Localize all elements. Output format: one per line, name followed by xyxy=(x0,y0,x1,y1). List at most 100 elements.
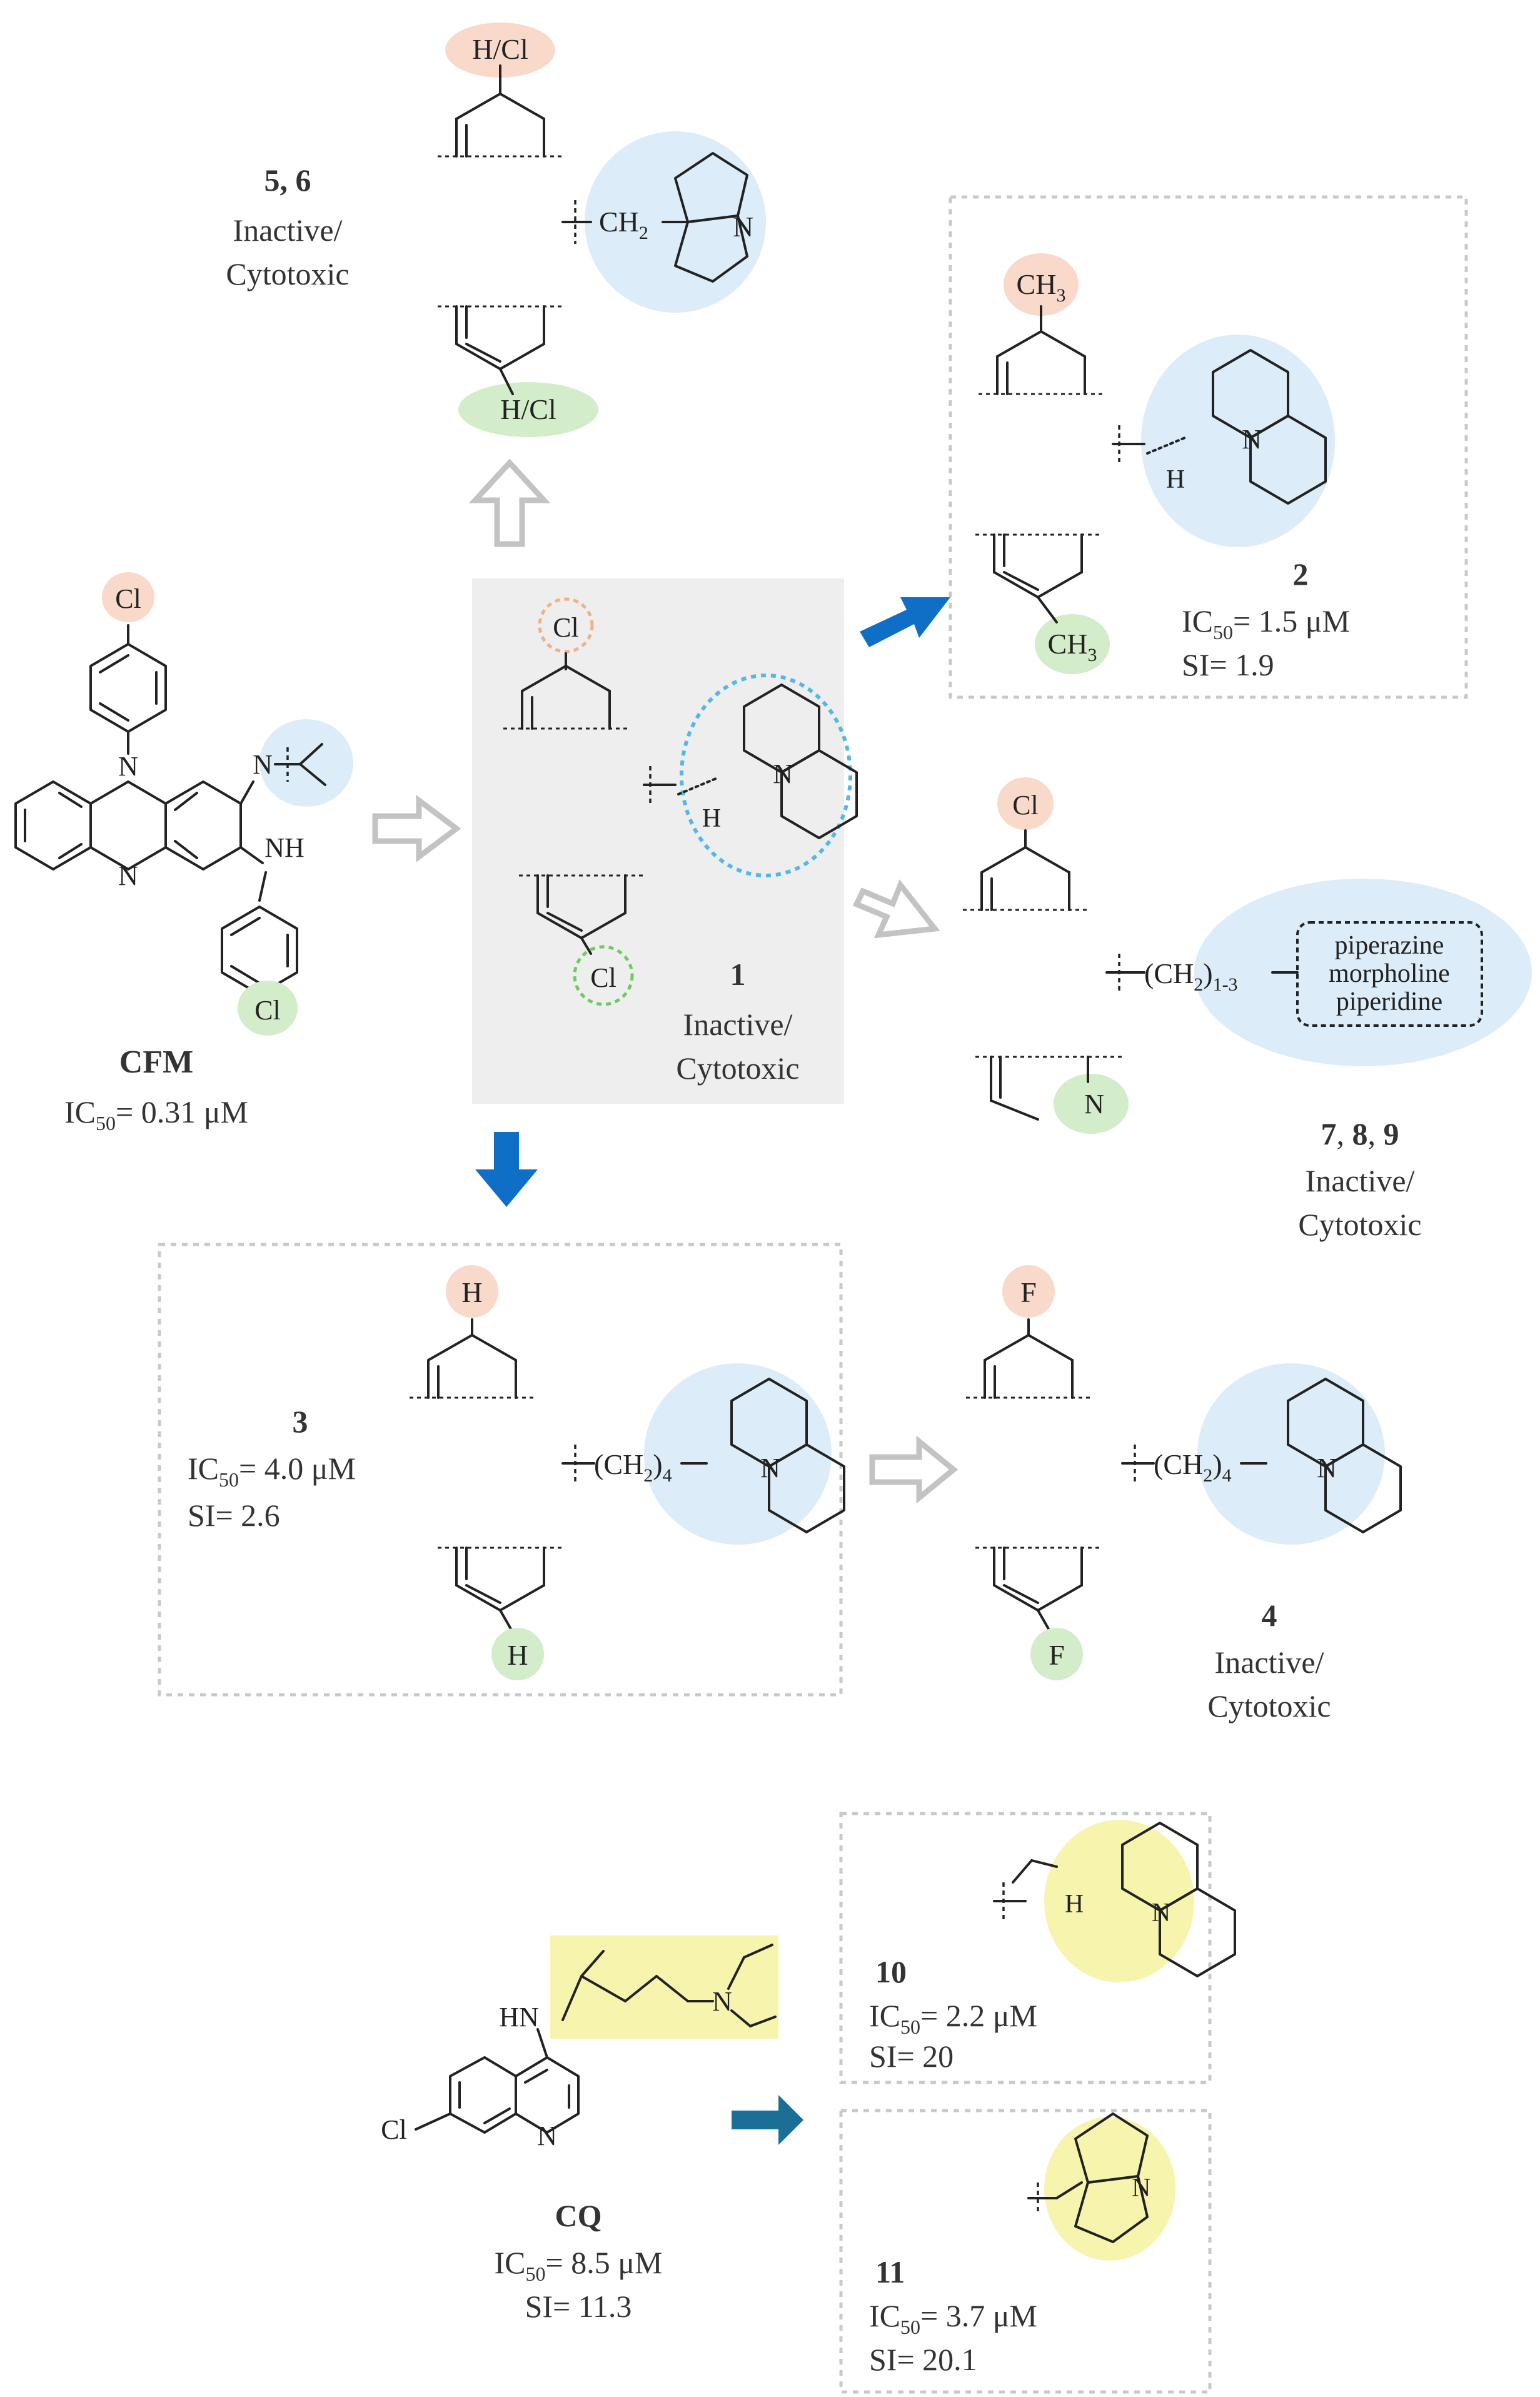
highlight-cl-red xyxy=(997,777,1054,830)
substituent-top: F xyxy=(1020,1276,1037,1308)
atom-n: N xyxy=(773,759,793,789)
ic50: IC50= 2.2 μM xyxy=(869,1998,1037,2038)
activity-line2: Cytotoxic xyxy=(1298,1207,1421,1242)
atom-n-amine: N xyxy=(712,1986,732,2017)
compound-7-8-9-group: Cl N (CH2)1-3 piperazine morpholine pipe… xyxy=(962,777,1532,1242)
compound-label: 7, 8, 9 xyxy=(1321,1116,1399,1151)
dashed-box xyxy=(158,1243,843,1697)
highlight-top-red xyxy=(445,23,555,78)
linker: (CH2)4 xyxy=(1154,1448,1232,1486)
si: SI= 1.9 xyxy=(1182,647,1274,682)
dashed-box xyxy=(839,2109,1212,2394)
compound-label: 5, 6 xyxy=(264,163,311,198)
activity-line2: Cytotoxic xyxy=(1207,1688,1331,1723)
compound-2-box: CH3 CH3 H N 2 IC50= 1.5 μM SI= 1.9 xyxy=(949,195,1468,699)
cq-ic50: IC50= 8.5 μM xyxy=(495,2245,663,2285)
atom-n3: N xyxy=(253,749,273,780)
highlight-ch3-top-red xyxy=(1004,253,1079,316)
atom-n: N xyxy=(1317,1453,1337,1483)
compound-1-panel: Cl Cl H N 1 Inactive/ Cytotoxic xyxy=(472,578,858,1104)
amine-3: piperidine xyxy=(1336,987,1442,1016)
gray-arrow-right-cfm xyxy=(372,795,461,862)
compound-label: 10 xyxy=(875,1954,907,1989)
highlight-amine-yellow xyxy=(1044,2117,1175,2261)
atom-cl-bottom: Cl xyxy=(590,962,617,993)
compound-11-box: N 11 IC50= 3.7 μM SI= 20.1 xyxy=(839,2109,1212,2394)
si: SI= 20 xyxy=(869,2039,954,2074)
atom-cl: Cl xyxy=(381,2114,407,2145)
gray-panel xyxy=(472,578,844,1104)
highlight-side-chain-yellow xyxy=(550,1935,778,2039)
amine-2: morpholine xyxy=(1329,959,1450,988)
ic50: IC50= 1.5 μM xyxy=(1182,603,1350,643)
gray-arrow-up xyxy=(468,458,551,547)
highlight-h-bottom-green xyxy=(491,1628,544,1680)
ic50: IC50= 3.7 μM xyxy=(869,2298,1037,2338)
highlight-f-top-red xyxy=(1002,1265,1055,1318)
cfm-structure: Cl N N N NH Cl CFM xyxy=(14,572,353,1134)
highlight-h-top-red xyxy=(446,1265,498,1318)
highlight-amine-blue xyxy=(1194,879,1532,1066)
linker: (CH2)4 xyxy=(594,1448,672,1486)
substituent-top: H/Cl xyxy=(472,33,528,65)
atom-n: N xyxy=(1152,1899,1170,1927)
highlight-amine-blue xyxy=(1197,1363,1385,1545)
activity-line2: Cytotoxic xyxy=(676,1051,799,1086)
highlight-ch3-bottom-green xyxy=(1035,614,1110,674)
atom-cl-top: Cl xyxy=(553,612,579,643)
compound-label: 4 xyxy=(1262,1598,1277,1633)
compound-10-box: H N 10 IC50= 2.2 μM SI= 20 xyxy=(839,1812,1236,2084)
cq-si: SI= 11.3 xyxy=(525,2289,632,2324)
atom-cl: Cl xyxy=(1012,790,1039,820)
atom-n-ring: N xyxy=(537,2121,557,2151)
cq-name: CQ xyxy=(555,2198,602,2233)
si: SI= 2.6 xyxy=(188,1498,280,1533)
atom-n: N xyxy=(760,1453,780,1483)
activity-line1: Inactive/ xyxy=(1306,1163,1415,1198)
dashed-box xyxy=(949,195,1468,699)
compound-label: 1 xyxy=(730,957,746,992)
highlight-amine-yellow xyxy=(1044,1820,1194,1982)
highlight-amine-blue xyxy=(644,1363,832,1545)
highlight-cl-top-red xyxy=(102,572,154,622)
atom-n2: N xyxy=(118,860,138,891)
linker-ch2: CH2 xyxy=(599,206,648,243)
compound-label: 2 xyxy=(1293,557,1309,592)
atom-n: N xyxy=(1242,424,1262,455)
substituent-bottom: H/Cl xyxy=(500,393,556,425)
highlight-f-bottom-green xyxy=(1030,1628,1083,1680)
activity-line1: Inactive/ xyxy=(1215,1645,1324,1680)
highlight-bottom-green xyxy=(458,382,598,437)
compound-label: 11 xyxy=(875,2254,905,2289)
atom-n: N xyxy=(1132,2174,1150,2203)
atom-cl-top: Cl xyxy=(115,583,141,614)
teal-arrow-right xyxy=(732,2095,803,2145)
substituent-top: CH3 xyxy=(1017,268,1066,306)
cfm-ic50: IC50= 0.31 μM xyxy=(64,1094,248,1134)
ic50: IC50= 4.0 μM xyxy=(188,1451,356,1491)
atom-h: H xyxy=(1166,465,1185,494)
compound-label: 3 xyxy=(293,1404,308,1439)
linker: (CH2)1-3 xyxy=(1144,957,1238,995)
atom-n1: N xyxy=(118,751,138,782)
highlight-amine-blue xyxy=(1141,335,1335,547)
cfm-name: CFM xyxy=(119,1044,193,1080)
dashed-box xyxy=(839,1812,1212,2084)
activity-line2: Cytotoxic xyxy=(226,256,349,291)
atom-n: N xyxy=(1084,1089,1104,1119)
atom-cl-bottom: Cl xyxy=(254,995,281,1026)
highlight-n-green xyxy=(1054,1074,1129,1134)
atom-h: H xyxy=(702,804,721,833)
blue-arrow-diagonal xyxy=(860,597,950,647)
blue-arrow-down xyxy=(475,1132,538,1207)
gray-arrow-diagonal xyxy=(852,879,940,939)
cq-structure: N HN N Cl CQ IC50= 8.5 μM SI= 11.3 xyxy=(381,1935,778,2324)
atom-n: N xyxy=(733,211,753,243)
highlight-cl-bottom-green xyxy=(238,981,298,1036)
compound-5-6-group: H/Cl H/Cl CH2 N 5, 6 Inactive/ Cytotoxic xyxy=(226,23,766,437)
activity-line1: Inactive/ xyxy=(233,213,343,248)
substituent-bottom: H xyxy=(507,1639,528,1671)
substituent-bottom: CH3 xyxy=(1048,628,1097,665)
highlight-imine-blue xyxy=(259,719,353,807)
